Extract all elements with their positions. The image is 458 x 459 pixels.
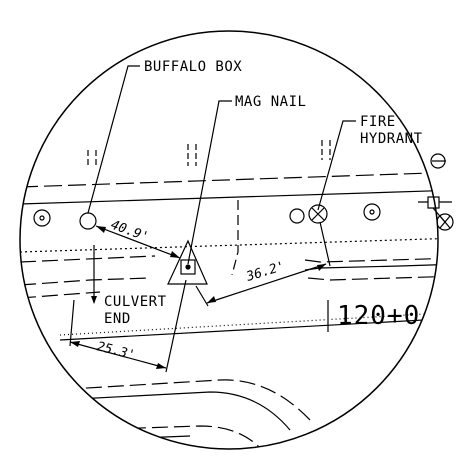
callout-mag-nail: MAG NAIL bbox=[235, 94, 306, 110]
plan-linework bbox=[20, 140, 438, 449]
tree-symbol-icon bbox=[33, 209, 51, 227]
dim-ext-25-3-a bbox=[69, 299, 75, 347]
edge-lower-dashed-1 bbox=[20, 255, 156, 263]
dim-ext-36-2-a bbox=[319, 221, 331, 267]
arrowhead bbox=[170, 251, 180, 258]
callout-fire-hydrant-2: HYDRANT bbox=[360, 131, 423, 147]
dim-line-25-3 bbox=[69, 341, 167, 369]
dimension-36-2: 36.2' bbox=[244, 259, 287, 285]
arrowhead bbox=[317, 264, 326, 271]
edge-lower-dashed-3 bbox=[20, 291, 101, 299]
edge-lower-dashed-2 bbox=[20, 277, 151, 286]
callout-culvert-end-2: END bbox=[104, 311, 131, 327]
driveway-curve-2 bbox=[20, 391, 291, 431]
mag-nail-icon bbox=[167, 239, 208, 285]
dimension-25-3: 25.3' bbox=[95, 339, 137, 363]
leader-fire-hydrant bbox=[317, 120, 356, 211]
callout-culvert-end-1: CULVERT bbox=[104, 294, 167, 310]
detail-circle-border bbox=[19, 30, 439, 450]
arrowhead bbox=[207, 296, 216, 303]
dim-line-36-2 bbox=[206, 263, 327, 304]
baseline-solid bbox=[59, 317, 438, 341]
callout-fire-hydrant-1: FIRE bbox=[360, 114, 396, 130]
centerline-dotted bbox=[20, 237, 438, 253]
dim-line-40-9 bbox=[95, 225, 181, 259]
baseline-dotted bbox=[59, 311, 438, 336]
road-edge-upper-dashed bbox=[20, 171, 438, 188]
arrowhead bbox=[70, 341, 80, 347]
leader-mag-nail bbox=[187, 100, 232, 265]
utility-pole-icon bbox=[436, 213, 454, 231]
gate-valve-icon bbox=[430, 153, 446, 169]
road-edge-upper-solid bbox=[20, 189, 438, 205]
tree-symbol-icon bbox=[363, 203, 381, 221]
arrowhead bbox=[156, 363, 166, 369]
fire-hydrant-icon bbox=[289, 204, 328, 224]
driveway-curve-3 bbox=[20, 425, 263, 449]
arrowhead bbox=[96, 226, 106, 233]
leader-buffalo-box bbox=[87, 65, 140, 214]
dim-ext-36-2-b bbox=[195, 285, 209, 307]
callout-buffalo-box: BUFFALO BOX bbox=[144, 59, 242, 75]
buffalo-box-icon bbox=[79, 212, 97, 230]
dim-ext-25-3-b bbox=[165, 279, 187, 373]
driveway-curve-1 bbox=[20, 379, 311, 421]
curb-right-dashed bbox=[304, 257, 438, 263]
curb-right-solid bbox=[304, 263, 438, 271]
arrowhead bbox=[91, 296, 97, 304]
station-label: 120+0 bbox=[337, 301, 420, 331]
curb-right-lower bbox=[307, 275, 438, 281]
pipe-dashed-vertical bbox=[231, 200, 239, 276]
dimension-40-9: 40.9' bbox=[109, 218, 151, 245]
